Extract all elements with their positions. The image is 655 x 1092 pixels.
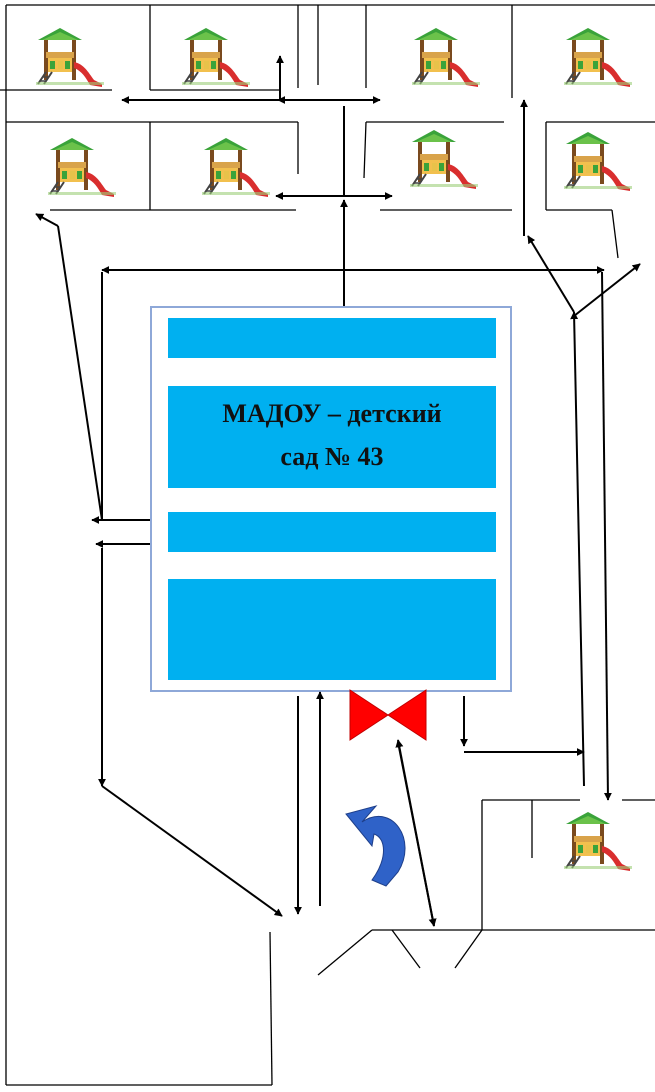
- playground-icon: [411, 27, 481, 88]
- playground-icon: [409, 129, 479, 190]
- playground-icon: [35, 27, 105, 88]
- turn-arrow-icon: [345, 805, 406, 887]
- playground-icon: [563, 811, 633, 872]
- playground-icon: [563, 27, 633, 88]
- playground-icon: [563, 131, 633, 192]
- kindergarten-building: МАДОУ – детский сад № 43: [150, 306, 512, 692]
- building-label-line2: сад № 43: [280, 442, 383, 471]
- playground-icon: [47, 137, 117, 198]
- building-label-line1: МАДОУ – детский: [222, 399, 441, 428]
- playground-icon: [181, 27, 251, 88]
- playground-icon: [201, 137, 271, 198]
- gate-icon: [349, 689, 427, 741]
